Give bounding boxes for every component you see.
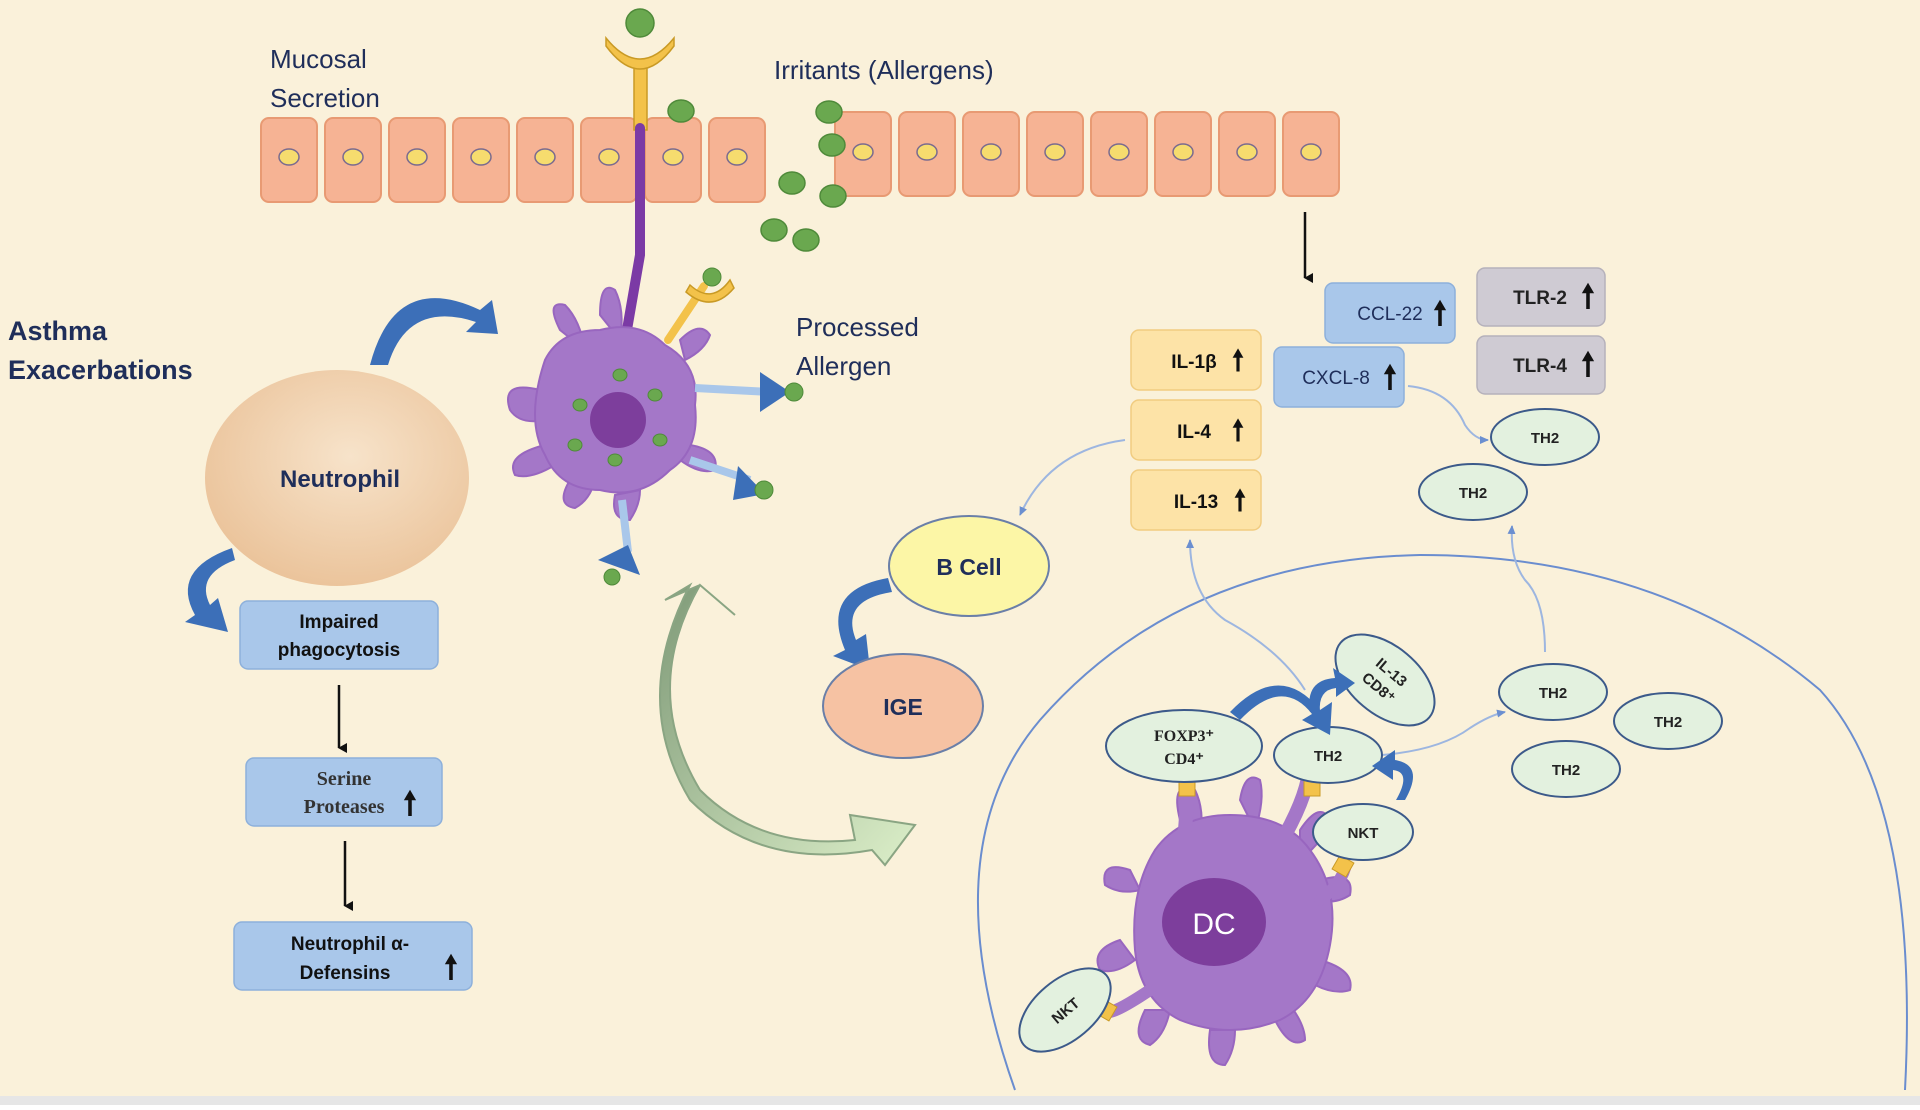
ccl22-label: CCL-22 (1357, 304, 1422, 325)
asthma-label-1: Asthma (8, 316, 108, 346)
dendritic-cell-top (507, 267, 804, 586)
tlr2-up-arrow: 🠕 (1581, 278, 1595, 314)
il13-label: IL-13 (1174, 492, 1218, 513)
foxp3-label-1: FOXP3⁺ (1154, 728, 1214, 745)
th2-cell-lower-1 (1498, 663, 1608, 721)
nkt-cell-right (1312, 803, 1414, 861)
neutrophil-cell (205, 370, 469, 586)
defensins-label-1: Neutrophil α- (291, 934, 409, 955)
curved-arrow-neutrophil-to-dc (370, 298, 498, 365)
epithelium-left (260, 117, 766, 203)
processed-allergen-label-2: Allergen (796, 351, 891, 381)
cxcl8-box (1273, 346, 1405, 408)
nkt-label-right: NKT (1348, 825, 1379, 842)
il13-box (1130, 469, 1262, 531)
curved-arrow-to-impaired (185, 548, 235, 632)
processed-allergen-label-1: Processed (796, 312, 919, 342)
th2-label-top-1: TH2 (1531, 430, 1559, 447)
th2-cell-top-1 (1490, 408, 1600, 466)
th2-label-top-2: TH2 (1459, 485, 1487, 502)
curved-arrow-nkt-to-th2 (1372, 750, 1413, 800)
irritants-label: Irritants (Allergens) (774, 55, 994, 85)
dc-label: DC (1192, 908, 1235, 941)
il1b-box (1130, 329, 1262, 391)
allergen-particles (667, 99, 847, 252)
ige-cell (822, 653, 984, 759)
il4-up-arrow: 🠕 (1232, 415, 1244, 446)
il1b-up-arrow: 🠕 (1232, 345, 1244, 376)
il13-up-arrow: 🠕 (1234, 485, 1246, 516)
th2-label-center: TH2 (1314, 748, 1342, 765)
neutrophil-label: Neutrophil (280, 466, 400, 493)
tlr2-label: TLR-2 (1513, 288, 1567, 309)
lymph-node-boundary (976, 553, 1908, 1091)
th2-label-lower-3: TH2 (1552, 762, 1580, 779)
b-cell-label: B Cell (936, 554, 1001, 580)
b-cell (888, 515, 1050, 617)
neutrophil-defensins-box (233, 921, 473, 991)
serine-label-2: Proteases (304, 796, 385, 818)
th2-cell-lower-3 (1511, 740, 1621, 798)
curved-arrow-th2-to-il13 (1309, 668, 1355, 712)
tlr4-label: TLR-4 (1513, 356, 1567, 377)
curved-arrow-foxp3-to-th2 (1230, 685, 1332, 735)
dendritic-cell-bottom (1094, 753, 1355, 1067)
serine-proteases-box (245, 757, 443, 827)
foxp3-label-2: CD4⁺ (1164, 751, 1204, 768)
defensins-label-2: Defensins (300, 963, 391, 984)
cxcl8-label: CXCL-8 (1302, 368, 1370, 389)
mucosal-secretion-label-2: Secretion (270, 83, 380, 113)
il13-cd8-cell (1334, 633, 1436, 727)
serine-label-1: Serine (317, 768, 372, 790)
il4-label: IL-4 (1177, 422, 1211, 443)
impaired-label-2: phagocytosis (278, 640, 400, 661)
impaired-label-1: Impaired (299, 612, 378, 633)
th2-label-lower-2: TH2 (1654, 714, 1682, 731)
ccl22-up-arrow: 🠕 (1433, 295, 1447, 331)
big-green-arrow (659, 582, 917, 867)
impaired-phagocytosis-box (239, 600, 439, 670)
tlr4-up-arrow: 🠕 (1581, 346, 1595, 382)
cxcl8-up-arrow: 🠕 (1383, 359, 1397, 395)
th2-cell-top-2 (1418, 463, 1528, 521)
serine-up-arrow: 🠕 (403, 785, 417, 821)
asthma-label-2: Exacerbations (8, 355, 193, 385)
foxp3-cd4-cell (1105, 709, 1263, 783)
bottom-border (0, 1096, 1920, 1105)
th2-label-lower-1: TH2 (1539, 685, 1567, 702)
th2-cell-lower-2 (1613, 692, 1723, 750)
curved-arrow-bcell-to-ige (833, 578, 892, 670)
ige-label: IGE (883, 694, 923, 720)
defensins-up-arrow: 🠕 (444, 949, 458, 985)
il1b-label: IL-1β (1171, 352, 1216, 373)
nkt-cell-left (1018, 967, 1112, 1053)
il4-box (1130, 399, 1262, 461)
tlr4-box (1476, 335, 1606, 395)
ccl22-box (1324, 282, 1456, 344)
mucosal-secretion-label-1: Mucosal (270, 44, 367, 74)
tlr2-box (1476, 267, 1606, 327)
epithelium-right (834, 111, 1340, 197)
